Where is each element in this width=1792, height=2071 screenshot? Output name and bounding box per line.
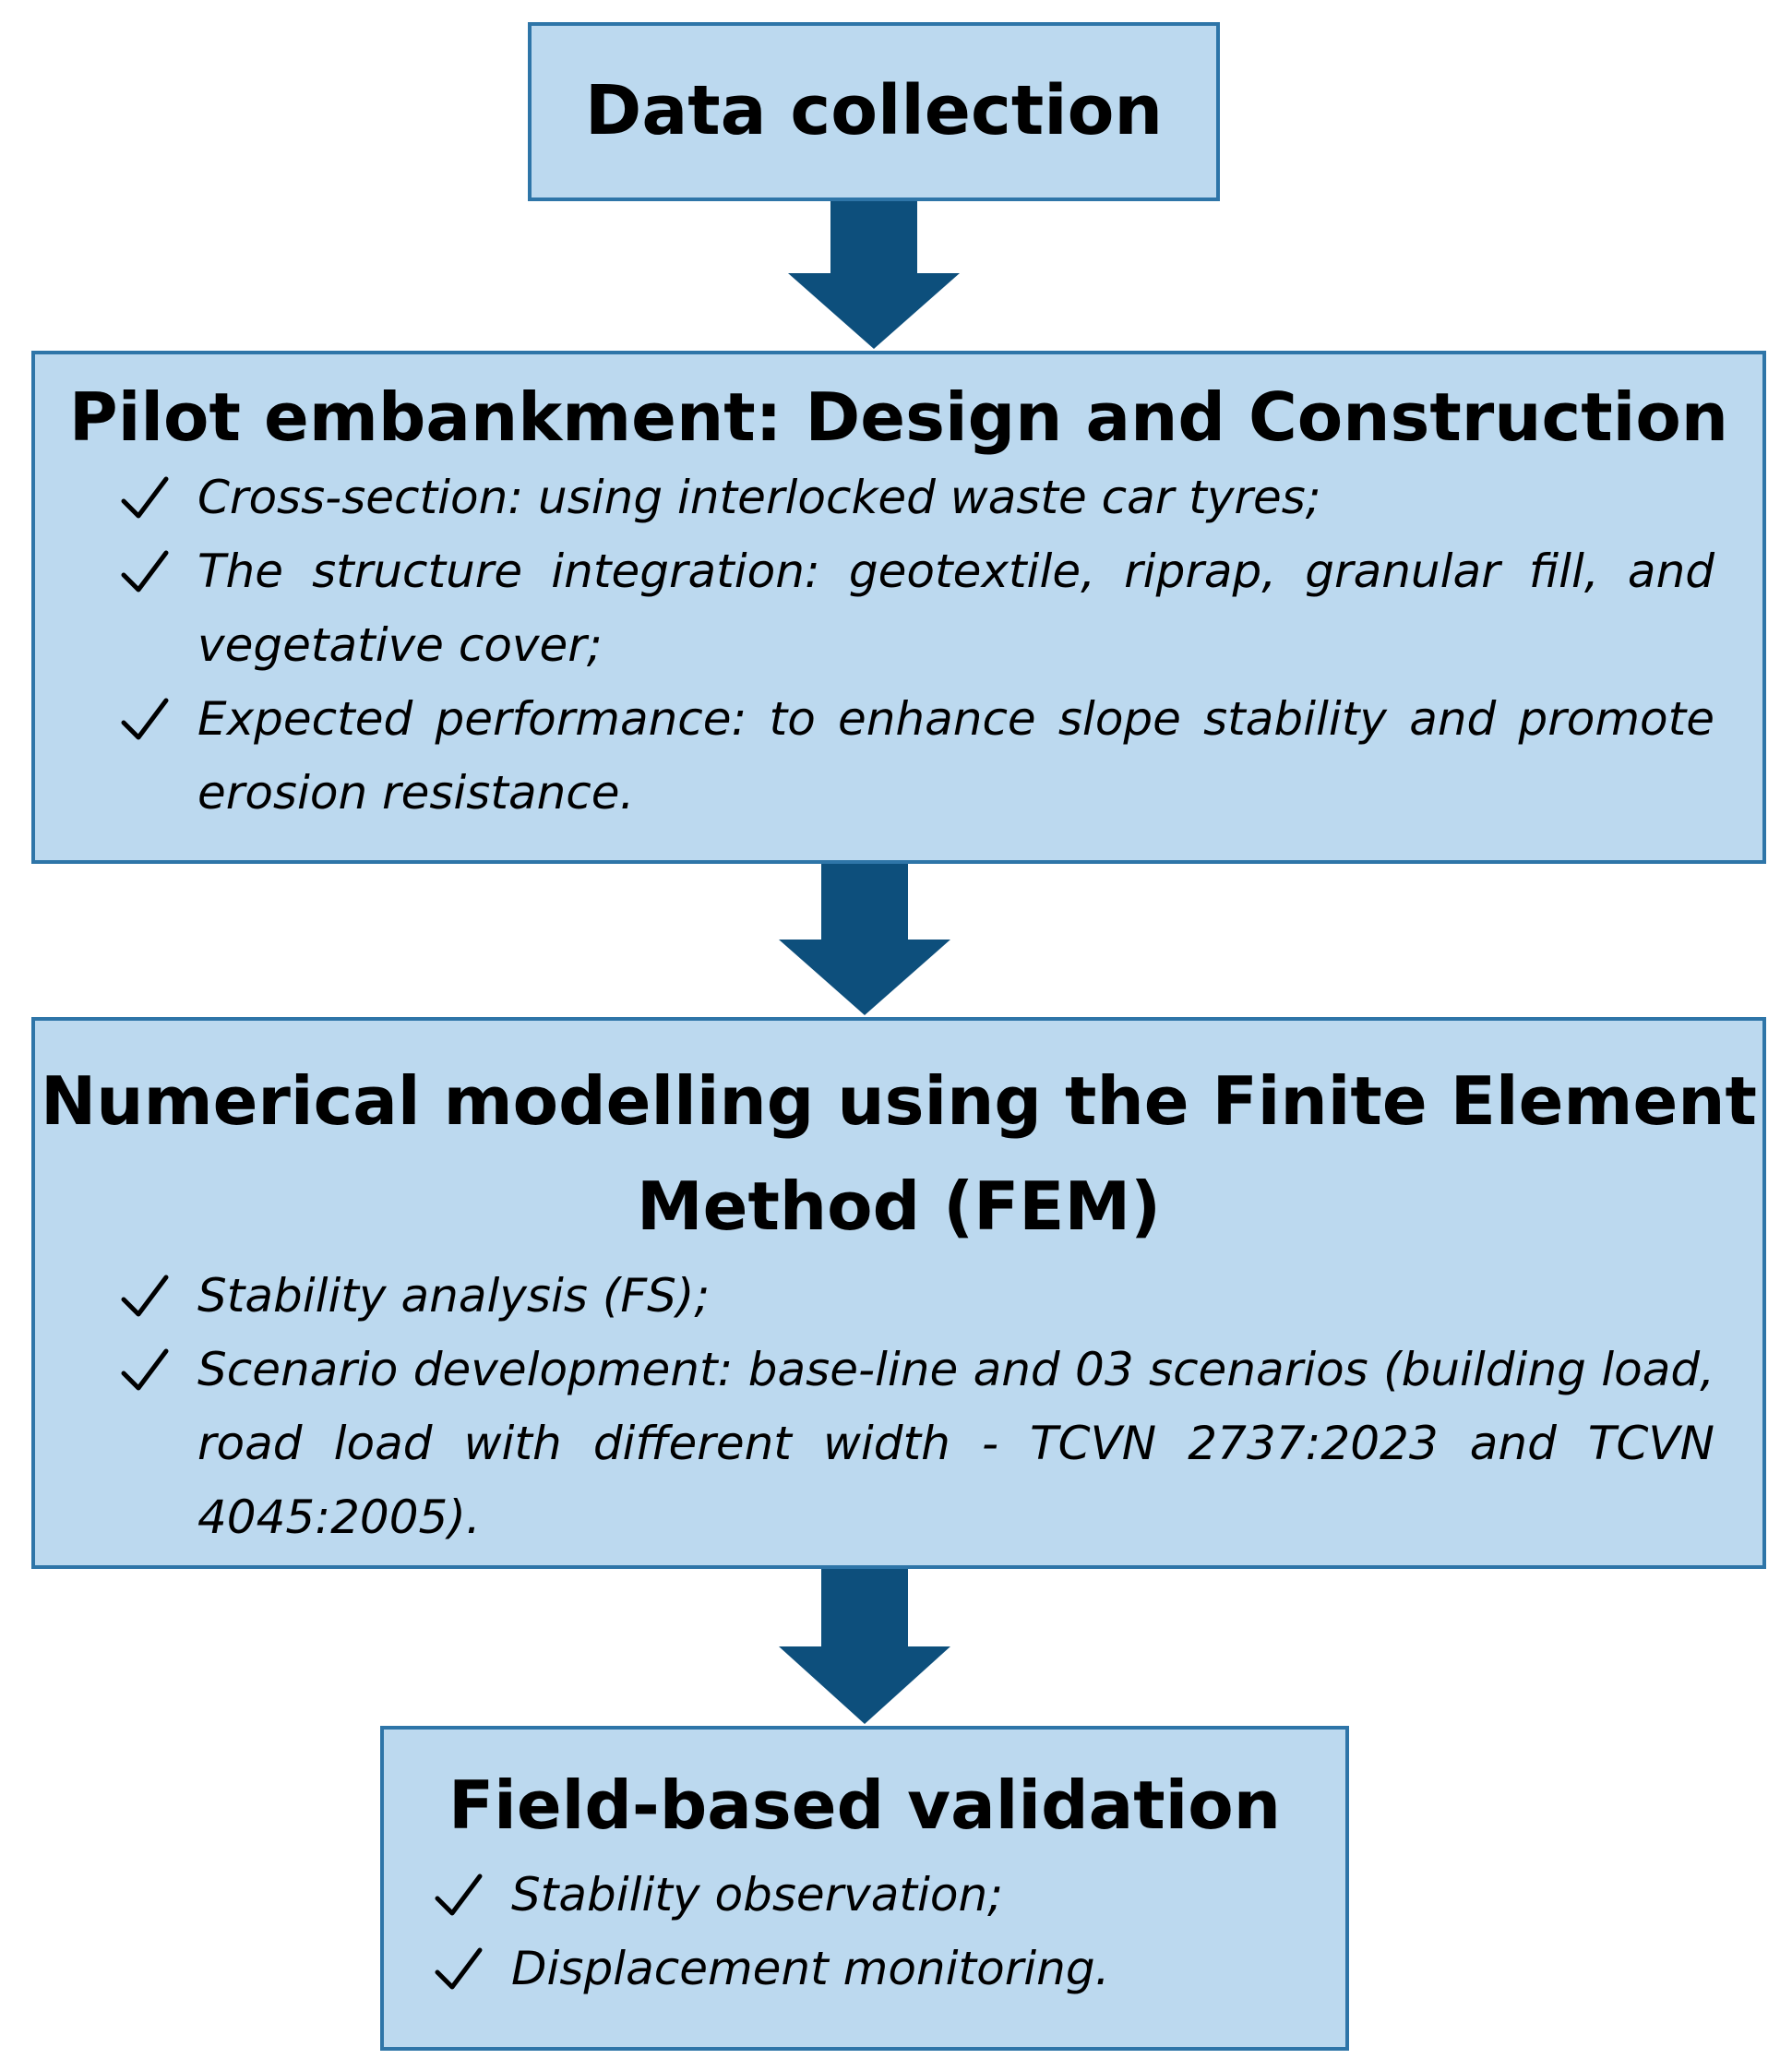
arrow-down-icon — [788, 201, 960, 349]
step-box-data-collection: Data collection — [528, 22, 1220, 201]
checklist-item: Expected performance: to enhance slope s… — [121, 682, 1714, 830]
step-title: Data collection — [584, 71, 1164, 151]
check-icon — [121, 476, 169, 519]
checklist: Stability observation; Displacement moni… — [435, 1858, 1318, 2005]
arrow-down-icon — [779, 864, 950, 1015]
checklist-item: Stability observation; — [435, 1858, 1318, 1932]
check-icon — [121, 1348, 169, 1391]
arrow-down-icon — [779, 1569, 950, 1724]
checklist-item: Cross-section: using interlocked waste c… — [121, 461, 1714, 534]
checklist-item-text: Expected performance: to enhance slope s… — [197, 691, 1714, 820]
check-icon — [121, 698, 169, 740]
checklist-item: The structure integration: geotextile, r… — [121, 534, 1714, 682]
checklist-item-text: Stability analysis (FS); — [197, 1269, 711, 1323]
checklist-item-text: The structure integration: geotextile, r… — [197, 544, 1714, 672]
check-icon — [435, 1873, 483, 1916]
checklist-item-text: Scenario development: base-line and 03 s… — [197, 1343, 1714, 1544]
checklist-item: Stability analysis (FS); — [121, 1259, 1714, 1333]
checklist-item-text: Stability observation; — [511, 1867, 1004, 1921]
checklist-item-text: Displacement monitoring. — [511, 1941, 1110, 1995]
checklist-item-text: Cross-section: using interlocked waste c… — [197, 470, 1321, 524]
check-icon — [121, 550, 169, 593]
checklist: Cross-section: using interlocked waste c… — [121, 461, 1714, 830]
step-title: Numerical modelling using the Finite Ele… — [41, 1062, 1757, 1245]
checklist-item: Scenario development: base-line and 03 s… — [121, 1333, 1714, 1554]
step-box-field-validation: Field-based validation Stability observa… — [380, 1726, 1349, 2051]
step-title: Field-based validation — [448, 1766, 1282, 1844]
check-icon — [121, 1275, 169, 1317]
checklist: Stability analysis (FS); Scenario develo… — [121, 1259, 1714, 1554]
step-title: Pilot embankment: Design and Constructio… — [68, 378, 1729, 456]
step-box-pilot-embankment: Pilot embankment: Design and Constructio… — [31, 351, 1766, 864]
check-icon — [435, 1947, 483, 1990]
step-box-numerical-modelling: Numerical modelling using the Finite Ele… — [31, 1017, 1766, 1569]
checklist-item: Displacement monitoring. — [435, 1932, 1318, 2005]
